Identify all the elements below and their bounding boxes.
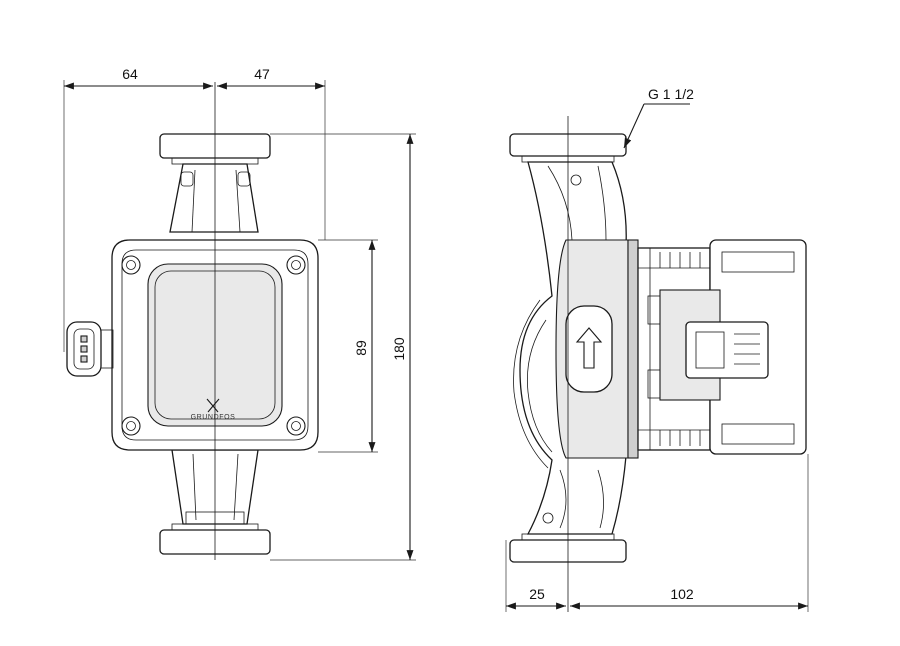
dim-head-height: 89 <box>353 340 369 356</box>
electrical-connector <box>66 321 114 377</box>
dim-total-height: 180 <box>391 337 407 361</box>
front-dimensions: 64 47 180 89 <box>63 66 416 561</box>
brand-logo-text: GRUNDFOS <box>191 414 236 421</box>
grundfos-logo: GRUNDFOS <box>191 398 236 421</box>
thread-spec: G 1 1/2 <box>648 86 694 102</box>
dim-left-width: 64 <box>122 66 138 82</box>
front-view: GRUNDFOS <box>66 82 319 560</box>
thread-callout: G 1 1/2 <box>623 86 694 149</box>
arrow-up-icon <box>575 327 603 369</box>
upper-neck <box>169 163 259 233</box>
dim-right-width: 47 <box>254 66 270 82</box>
dim-port-offset: 25 <box>529 586 545 602</box>
side-connector <box>685 321 769 379</box>
side-view <box>509 116 807 612</box>
corner-screw-icon <box>121 255 306 436</box>
side-dimensions: 25 102 <box>505 454 809 612</box>
flow-window <box>565 305 613 393</box>
dim-depth: 102 <box>670 586 694 602</box>
